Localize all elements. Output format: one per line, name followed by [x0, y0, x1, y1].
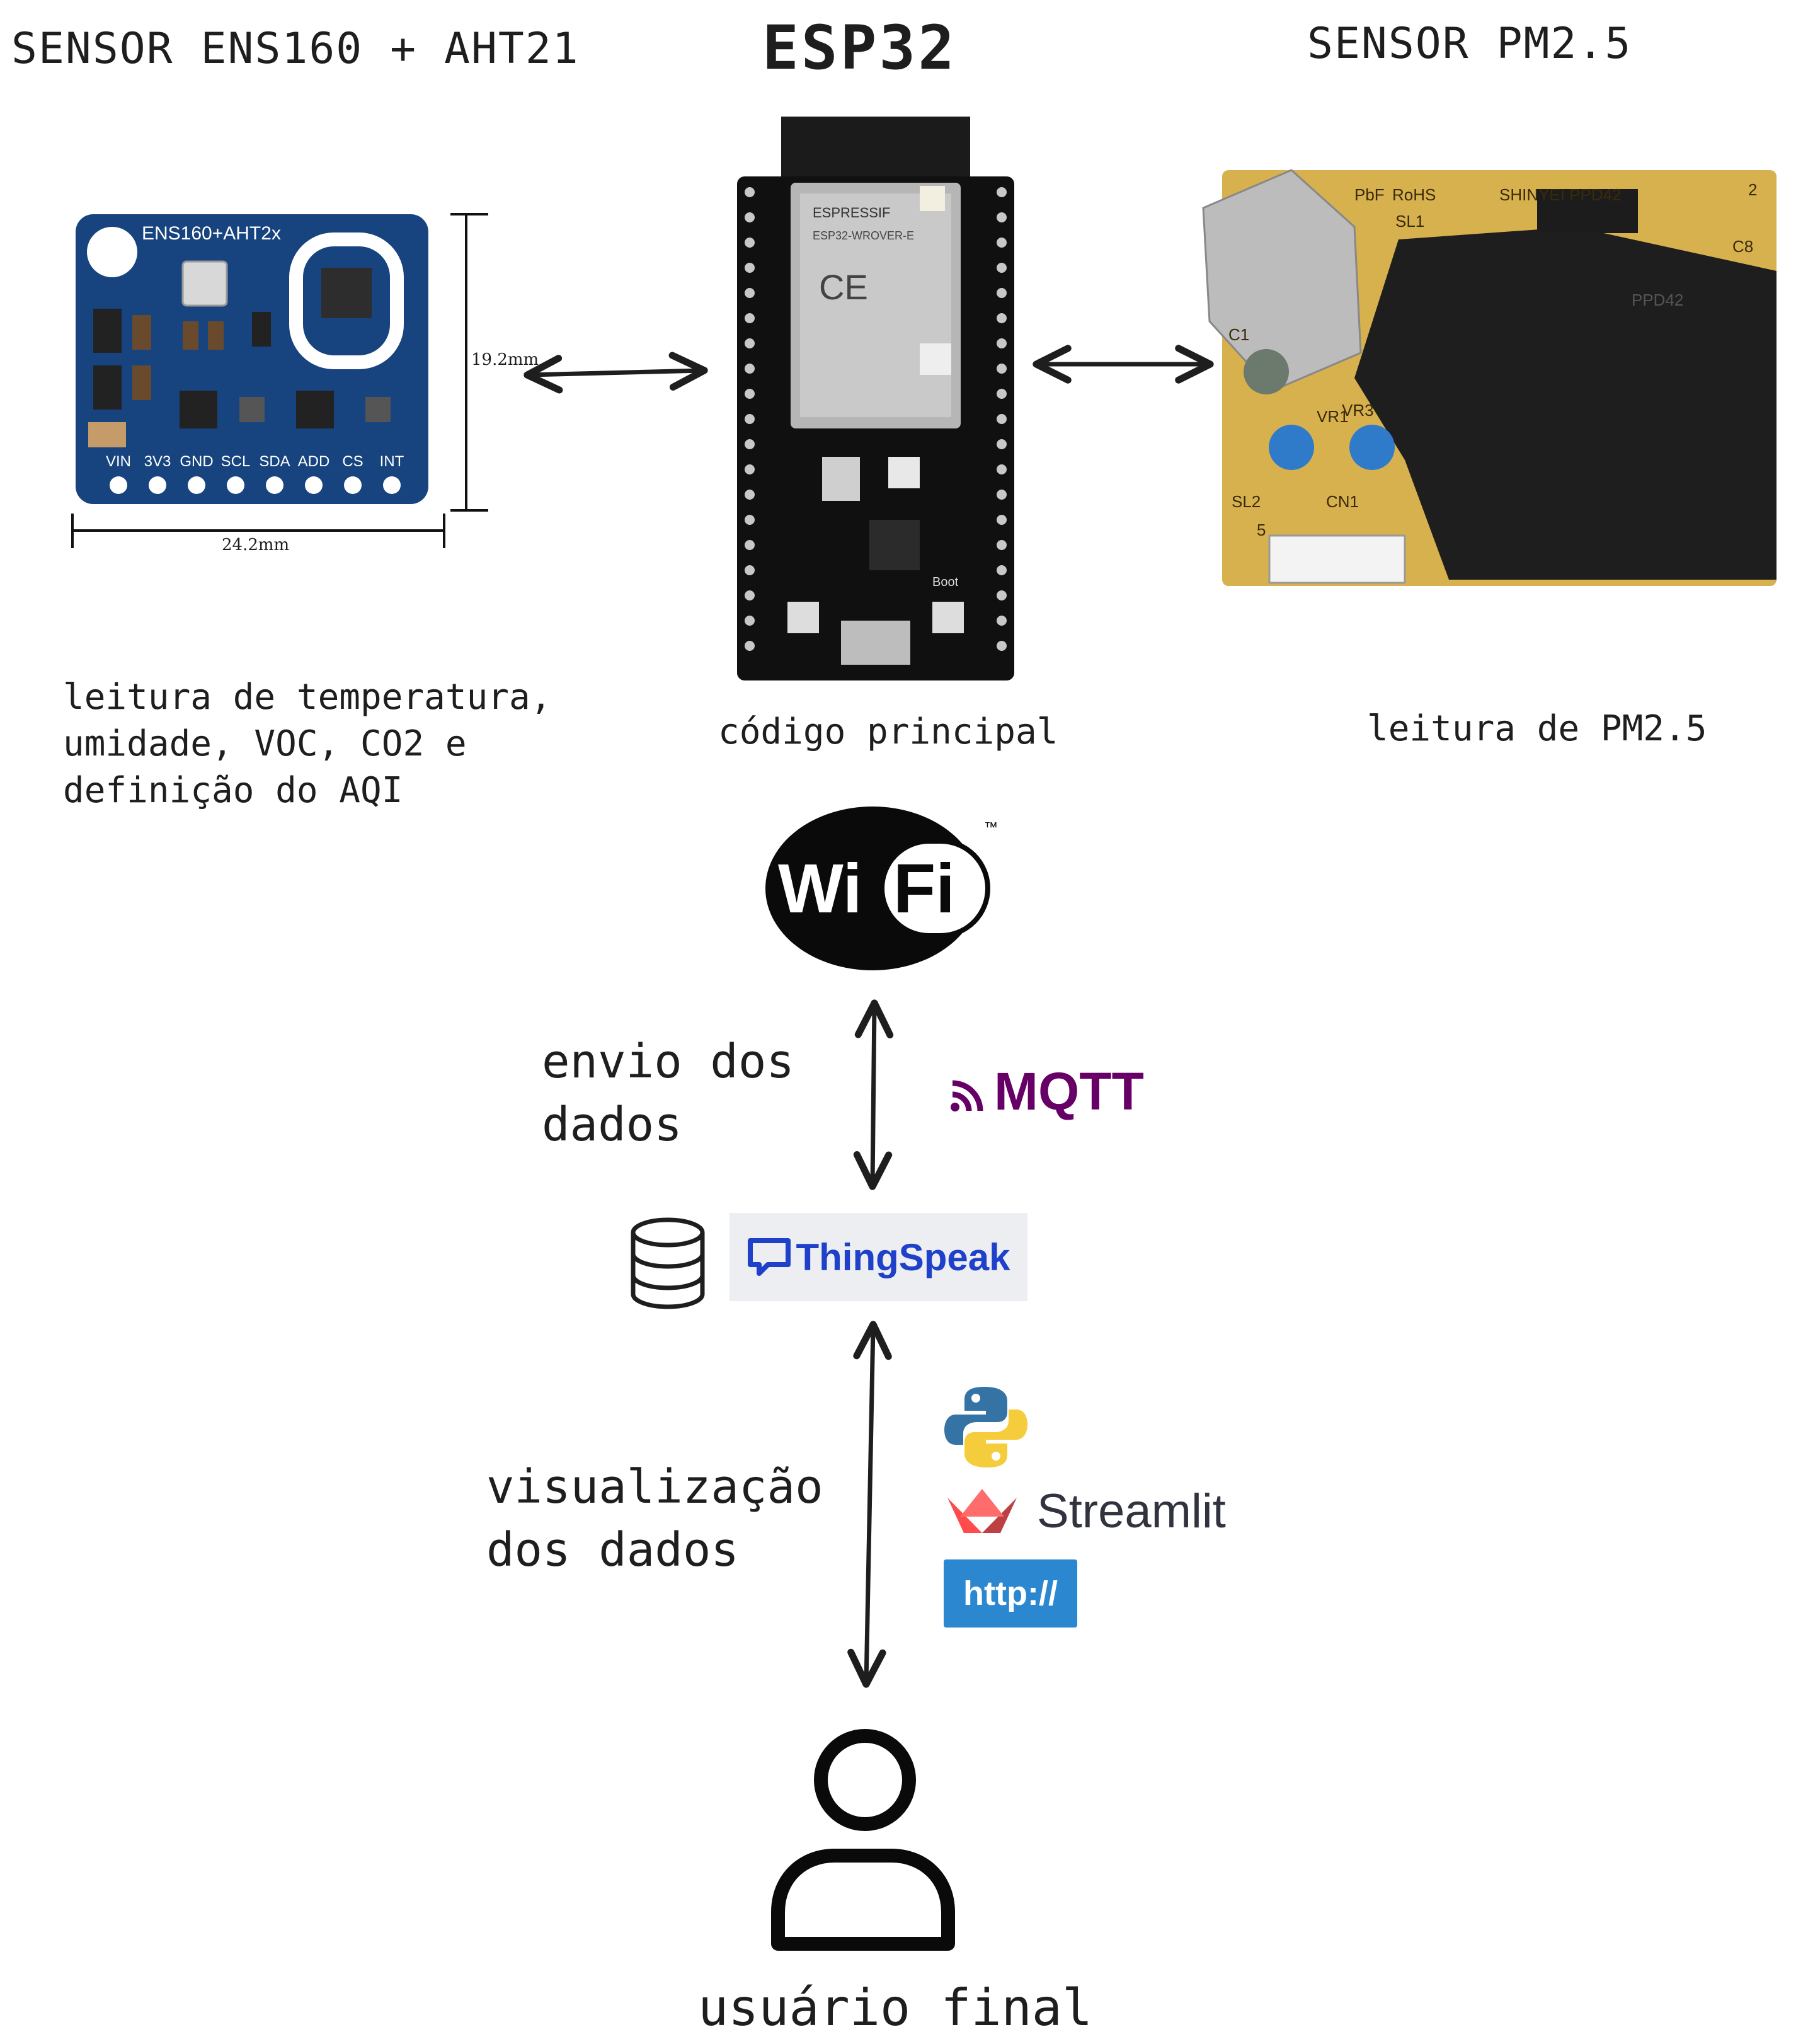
module-brand: ESPRESSIF [813, 205, 890, 221]
final-user-label: usuário final [698, 1978, 1093, 2037]
thingspeak-logo: ThingSpeak [729, 1213, 1027, 1301]
view-data-label: visualização dos dados [486, 1460, 823, 1577]
mqtt-label: MQTT [994, 1062, 1144, 1121]
wifi-text-left: Wi [778, 850, 862, 927]
mqtt-logo-icon [951, 1080, 983, 1111]
esp32-title: ESP32 [762, 13, 957, 83]
streamlit-logo-icon [947, 1488, 1017, 1533]
pin-label: CS [342, 453, 363, 470]
arrow-sensor-esp32 [524, 352, 708, 394]
board-text-c8: C8 [1732, 237, 1753, 256]
board-label: ENS160+AHT2x [142, 223, 281, 244]
arrow-thingspeak-user [847, 1321, 892, 1688]
sensor-pm25-title: SENSOR PM2.5 [1307, 19, 1632, 69]
pin-labels: VIN 3V3 GND SCL SDA ADD CS INT [106, 453, 404, 470]
sensor-ens160-title: SENSOR ENS160 + AHT21 [11, 24, 580, 74]
wifi-logo-icon: Wi Fi ™ [762, 800, 1002, 977]
board-text-vr1: VR1 [1317, 407, 1349, 426]
pin-label: INT [380, 453, 404, 470]
dimension-width-label: 24.2mm [222, 536, 290, 554]
board-text-ppd42: PPD42 [1632, 290, 1683, 309]
board-text-model: SHINYEI PPD42 [1499, 185, 1622, 204]
mqtt-logo: MQTT [950, 1065, 1144, 1118]
board-text-rohs: RoHS [1392, 185, 1436, 204]
wifi-text-right: Fi [893, 850, 955, 927]
sensor-ens160-description: leitura de temperatura, umidade, VOC, CO… [63, 677, 552, 811]
http-label: http:// [963, 1575, 1058, 1612]
thingspeak-logo-icon [748, 1238, 791, 1276]
module-model: ESP32-WROVER-E [813, 229, 914, 242]
pin-label: ADD [298, 453, 330, 470]
board-text-vr3: VR3 [1342, 401, 1374, 420]
send-data-label: envio dos dados [542, 1035, 794, 1152]
streamlit-logo: Streamlit [945, 1484, 1226, 1539]
boot-label: Boot [932, 575, 959, 589]
pin-label: 3V3 [144, 453, 171, 470]
streamlit-label: Streamlit [1037, 1484, 1226, 1538]
esp32-description: código principal [718, 711, 1058, 752]
user-icon [765, 1723, 961, 1959]
board-text-5: 5 [1257, 520, 1266, 539]
pm25-sensor-image: PbF RoHS SHINYEI PPD42 PPD42 SL1 SL2 CN1… [1197, 164, 1786, 605]
esp32-board-image: ESPRESSIF ESP32-WROVER-E CE Boot [731, 117, 1021, 684]
board-text-2: 2 [1748, 180, 1757, 199]
sensor-pm25-description: leitura de PM2.5 [1367, 708, 1707, 749]
board-text-pbf: PbF [1354, 185, 1385, 204]
python-logo-icon [942, 1383, 1030, 1474]
board-text-cn1: CN1 [1326, 492, 1359, 511]
pin-label: SDA [259, 453, 290, 470]
board-text-sl1: SL1 [1395, 212, 1424, 231]
wifi-tm: ™ [984, 819, 998, 835]
database-icon [627, 1216, 709, 1313]
pin-label: GND [180, 453, 213, 470]
pin-label: SCL [221, 453, 251, 470]
board-text-c1: C1 [1228, 325, 1249, 344]
pin-label: VIN [106, 453, 131, 470]
http-badge: http:// [944, 1559, 1077, 1628]
board-text-sl2: SL2 [1232, 492, 1261, 511]
arrow-wifi-thingspeak [853, 999, 894, 1190]
ens160-aht21-board-image: ENS160+AHT2x VIN 3V3 GND SCL SDA ADD CS … [63, 189, 454, 542]
svg-text:CE: CE [819, 267, 868, 307]
thingspeak-label: ThingSpeak [796, 1236, 1010, 1278]
